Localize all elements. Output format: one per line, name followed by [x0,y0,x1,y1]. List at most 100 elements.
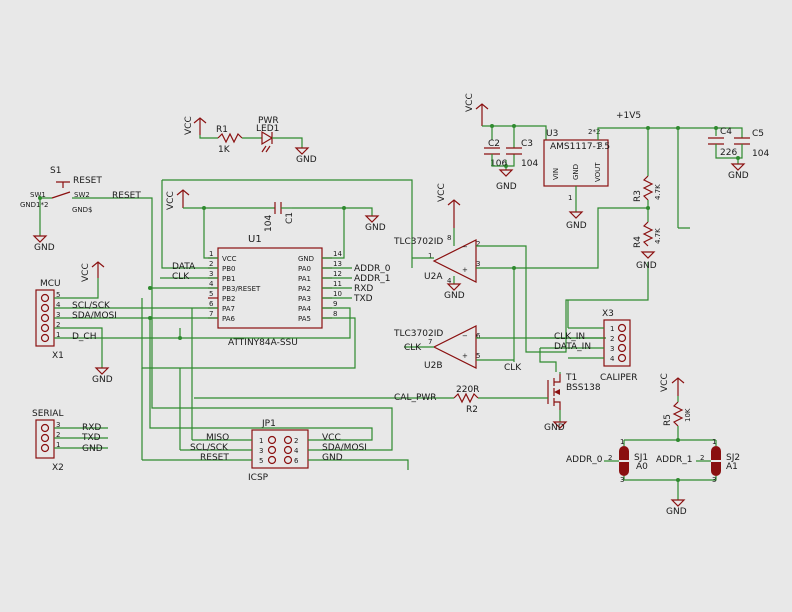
u2b-clk-label: CLK [404,343,422,353]
gnd-symbol-c4c5: GND [728,163,749,181]
u1-pin-num: 8 [333,310,337,318]
u2b-pin7: 7 [428,338,432,346]
resistor-r4: R4 4.7K [633,221,662,248]
comparator-u2b[interactable]: TLC3702ID U2B − + 6 5 7 [393,325,481,371]
u1-pin-num: 4 [209,280,214,288]
solder-jumper-sj1[interactable]: SJ1 A0 1 2 3 [608,438,648,484]
gnd-label: GND [444,291,465,301]
u1-microcontroller[interactable]: U1 ATTINY84A-SSU 1VCC2PB03PB14PB3/RESET5… [208,234,342,348]
sj2-p2: 2 [700,454,704,462]
u1-pin-num: 7 [209,310,213,318]
sj1-label: A0 [636,462,648,472]
c4-ref: C4 [720,127,732,137]
transistor-t1: T1 BSS138 [547,373,601,410]
resistor-r3: R3 4.7K [633,175,662,202]
gnd-label: GND [666,507,687,517]
vcc-symbol-u3: VCC [465,93,489,126]
jp1-net-vcc: VCC [322,433,341,443]
s1-sw1: SW1 [30,191,46,199]
mcu-pin-num: 2 [56,321,60,329]
net-sda-mosi: SDA/MOSI [72,311,117,321]
u2a-pin2: 2 [476,240,480,248]
gnd-label: GND [496,182,517,192]
gnd-label: GND [365,223,386,233]
c5-ref: C5 [752,129,764,139]
capacitor-c3: C3 104 [506,139,538,169]
serial-net-txd: TXD [81,433,101,443]
u1-pin-num: 6 [209,300,214,308]
svg-text:−: − [462,332,468,340]
led1-label: PWR [258,116,279,126]
u1-pin-name: PB1 [222,275,235,283]
u2b-pin5: 5 [476,352,480,360]
u1-pin-name: PA2 [298,285,311,293]
x3-pin-num: 4 [610,355,615,363]
x3-pin-num: 3 [610,345,614,353]
u3-pin2: 2*2 [588,128,600,136]
x3-net-data-in: DATA_IN [554,342,591,352]
jp1-pin-num: 1 [259,437,263,445]
u1-pin-name: GND [298,255,314,263]
capacitor-c1: 104 C1 [264,202,295,232]
reset-net-label: RESET [112,191,141,201]
u3-part: AMS1117-1.5 [550,142,610,152]
svg-text:−: − [462,243,468,251]
sj1-p3: 3 [620,476,624,484]
u2b-clk2-label: CLK [504,363,522,373]
u3-ref: U3 [546,129,558,139]
vcc-label: VCC [465,93,475,112]
mcu-pin-num: 1 [56,331,60,339]
u2a-pin1: 1 [428,252,432,260]
capacitor-c2: C2 106 [484,139,507,169]
u1-pin-num: 1 [209,250,213,258]
sj1-p1: 1 [620,438,624,446]
net-addr1: ADDR_1 [354,274,391,284]
gnd-symbol-u2: GND [444,283,465,301]
u1-value: ATTINY84A-SSU [228,338,298,348]
u2a-ref: U2A [424,272,443,282]
x3-pin-num: 1 [610,325,614,333]
x3-pin-num: 2 [610,335,614,343]
switch-s1[interactable]: S1 RESET SW1 SW2 GND1*2 GND$ [20,166,102,214]
serial-pin-num: 3 [56,421,60,429]
s1-label: RESET [73,176,102,186]
u1-pin-name: PA3 [298,295,311,303]
r1-ref: R1 [216,125,228,135]
u2b-pin6: 6 [476,332,481,340]
u1-pin-num: 13 [333,260,342,268]
vcc-label: VCC [166,191,176,210]
serial-net-rxd: RXD [82,423,101,433]
u3-vout: VOUT [594,162,602,182]
connector-serial-x2[interactable]: SERIAL X2 321 [32,409,64,473]
jp1-net-sda: SDA/MOSI [322,443,367,453]
u1-pin-name: PA6 [222,315,236,323]
net-addr1-sj2: ADDR_1 [656,455,693,465]
r4-ref: R4 [633,236,643,248]
solder-jumper-sj2[interactable]: SJ2 A1 1 2 3 [700,438,740,484]
capacitor-c4: C4 226 [708,127,737,158]
net-rxd: RXD [354,284,373,294]
u1-pin-name: PB2 [222,295,235,303]
resistor-r5: R5 10K [663,401,692,427]
led1-ref: LED1 [256,124,279,134]
resistor-r1: R1 1K [216,125,243,155]
comparator-u2a[interactable]: TLC3702ID U2A − + 1 2 3 8 4 [393,234,480,285]
s1-gnd1: GND1*2 [20,201,48,209]
c2-value: 106 [490,159,507,169]
resistor-r2: 220R R2 [453,385,479,415]
gnd-symbol-sj: GND [666,499,687,517]
c1-value: 104 [264,215,274,232]
r3-ref: R3 [633,190,643,202]
x3-label: CALIPER [600,373,637,383]
led1: PWR LED1 [256,116,279,153]
vcc-symbol-u1: VCC [166,189,190,210]
jp1-net-reset: RESET [200,453,229,463]
gnd-symbol-t1: GND [544,421,568,433]
u1-pin-num: 3 [209,270,213,278]
regulator-u3[interactable]: U3 AMS1117-1.5 VIN GND VOUT 1 2*2 3 [543,128,610,202]
